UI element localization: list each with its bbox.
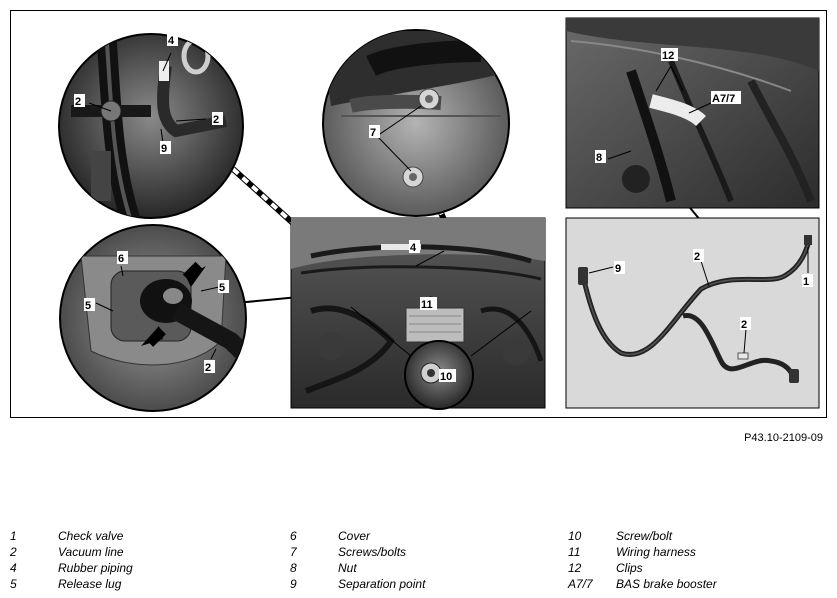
- legend-item: 5 Release lug: [10, 576, 133, 592]
- legend-number: A7/7: [568, 577, 593, 591]
- legend-number: 10: [568, 529, 582, 543]
- photo-brake-booster: [565, 17, 820, 209]
- legend-item: 9 Separation point: [290, 576, 425, 592]
- callout-a7-7: A7/7: [712, 93, 735, 105]
- legend-number: 5: [10, 577, 17, 591]
- legend-number: 2: [10, 545, 17, 559]
- legend-number: 1: [10, 529, 17, 543]
- legend-item: 1 Check valve: [10, 528, 133, 544]
- legend-item: 8 Nut: [290, 560, 425, 576]
- legend-text: Screw/bolt: [616, 529, 673, 543]
- legend-text: Screws/bolts: [338, 545, 407, 559]
- callout-6: 6: [118, 253, 124, 265]
- legend-item: 10 Screw/bolt: [568, 528, 717, 544]
- callout-1: 1: [803, 276, 809, 288]
- legend-item: A7/7 BAS brake booster: [568, 576, 717, 592]
- callout-2-drawing-top: 2: [694, 251, 700, 263]
- legend-item: 4 Rubber piping: [10, 560, 133, 576]
- callout-9-drawing: 9: [615, 263, 621, 275]
- legend-text: Release lug: [58, 577, 122, 591]
- legend-column-2: 6 Cover 7 Screws/bolts 8 Nut 9 Separation po…: [290, 528, 425, 592]
- inset-screws-bolts-7: [322, 29, 510, 217]
- legend-text: Vacuum line: [58, 545, 124, 559]
- legend-number: 11: [568, 545, 581, 559]
- callout-4-main: 4: [410, 242, 417, 254]
- callout-2-cover-inset: 2: [205, 362, 211, 374]
- legend-text: Wiring harness: [616, 545, 696, 559]
- legend-item: 11 Wiring harness: [568, 544, 717, 560]
- legend-text: BAS brake booster: [616, 577, 717, 591]
- figure-reference: P43.10-2109-09: [744, 432, 823, 444]
- legend-column-1: 1 Check valve 2 Vacuum line 4 Rubber piping…: [10, 528, 133, 592]
- inset-check-valve: [58, 33, 244, 219]
- legend-item: 6 Cover: [290, 528, 425, 544]
- legend-item: 12 Clips: [568, 560, 717, 576]
- legend-item: 2 Vacuum line: [10, 544, 133, 560]
- legend-column-3: 10 Screw/bolt 11 Wiring harness 12 Clips A7…: [568, 528, 717, 592]
- callout-8: 8: [596, 152, 602, 164]
- legend-number: 6: [290, 529, 297, 543]
- legend-number: 9: [290, 577, 297, 591]
- main-engine-photo: [290, 217, 546, 409]
- legend-text: Separation point: [338, 577, 426, 591]
- legend-number: 12: [568, 561, 582, 575]
- callout-12: 12: [662, 50, 674, 62]
- callout-2-drawing-bottom: 2: [741, 319, 747, 331]
- legend-item: 7 Screws/bolts: [290, 544, 425, 560]
- vacuum-line-drawing: [565, 217, 820, 409]
- legend-text: Cover: [338, 529, 371, 543]
- diagram-frame: 4 2 2 9 7 6 5 5 2 4 11 10 12: [10, 10, 827, 418]
- legend-text: Rubber piping: [58, 561, 133, 575]
- engine-diagram: 4 2 2 9 7 6 5 5 2 4 11 10 12: [58, 17, 820, 412]
- callout-2-inset-right: 2: [213, 114, 219, 126]
- legend-number: 7: [290, 545, 297, 559]
- inset-cover-release-lug: [59, 224, 247, 412]
- callout-4-inset: 4: [168, 35, 175, 47]
- callout-2-inset-left: 2: [75, 96, 81, 108]
- legend-text: Nut: [338, 561, 357, 575]
- legend-number: 4: [10, 561, 17, 575]
- callout-11: 11: [421, 299, 433, 311]
- legend-number: 8: [290, 561, 297, 575]
- legend-text: Check valve: [58, 529, 124, 543]
- legend-text: Clips: [616, 561, 643, 575]
- callout-5-left: 5: [85, 300, 91, 312]
- callout-9-inset: 9: [161, 143, 167, 155]
- callout-5-right: 5: [219, 282, 225, 294]
- callout-7: 7: [370, 127, 376, 139]
- callout-10: 10: [440, 371, 452, 383]
